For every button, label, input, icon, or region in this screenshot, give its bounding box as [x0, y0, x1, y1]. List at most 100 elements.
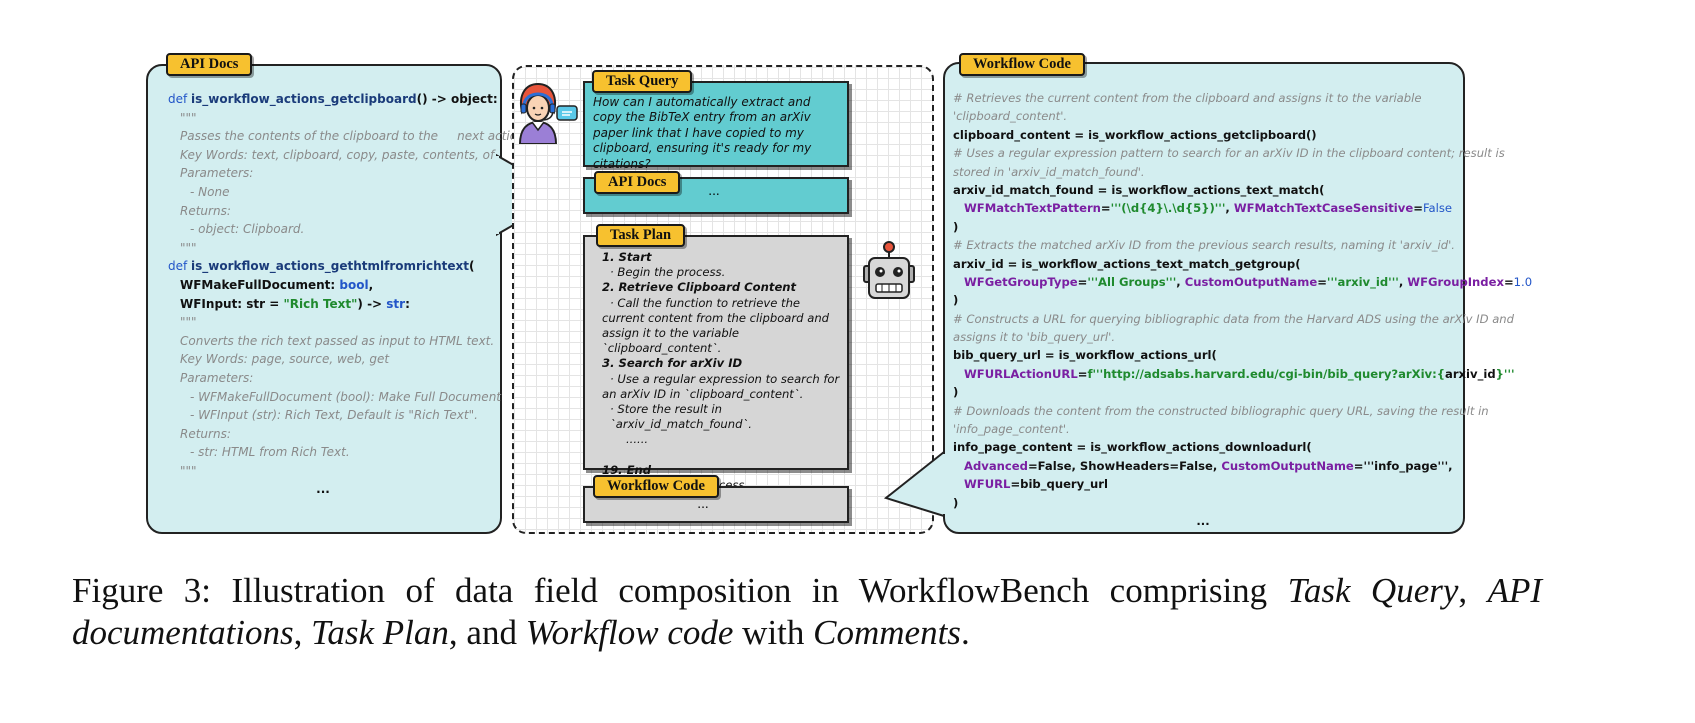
fn2-arg1-type: bool: [339, 277, 369, 292]
fn2-desc: Converts the rich text passed as input t…: [180, 333, 495, 348]
plan-step-1-title: 1. Start: [602, 250, 842, 265]
plan-step-1-bullet: · Begin the process.: [610, 265, 726, 280]
fn2-quote-open: """: [180, 315, 197, 330]
fn2-returns-label: Returns:: [180, 426, 231, 441]
arg-eq: =: [1413, 201, 1423, 216]
caption-sep: with: [733, 613, 814, 652]
fn2-arg2: WFInput: str = "Rich Text") -> str:: [168, 295, 498, 314]
arg-rest: =False, ShowHeaders=False,: [1027, 458, 1222, 473]
arg-key: WFMatchTextPattern: [964, 201, 1101, 216]
api-docs-mini-tag: API Docs: [594, 171, 681, 194]
workflow-code-mini-ellipsis: ...: [697, 497, 709, 511]
code-comment-5b: 'info_page_content'.: [953, 422, 1070, 437]
caption-term-task-plan: Task Plan: [311, 613, 449, 652]
arg-sep: ,: [1176, 274, 1185, 289]
arg-value: '''info_page''': [1363, 458, 1449, 473]
fn2-keywords: Key Words: page, source, web, get: [180, 352, 390, 367]
arg-key: CustomOutputName: [1221, 458, 1354, 473]
arg-eq: =: [1353, 458, 1364, 473]
fn2-name: is_workflow_actions_gethtmlfromrichtext: [191, 259, 470, 274]
task-query-box: [583, 81, 849, 167]
right-pointer: [884, 450, 947, 518]
code-line-2: arxiv_id_match_found = is_workflow_actio…: [953, 182, 1325, 197]
arg-rest: =bib_query_url: [1010, 477, 1108, 492]
code-close-4: ): [953, 495, 959, 510]
arg-value: False: [1422, 201, 1453, 216]
fn2-quote-close: """: [180, 463, 197, 478]
user-headset-icon: [518, 82, 558, 144]
workflow-code-mini-tag: Workflow Code: [593, 475, 719, 498]
caption-term-workflow-code: Workflow code: [525, 613, 734, 652]
code-line-5: info_page_content = is_workflow_actions_…: [953, 440, 1312, 455]
code-close-1: ): [953, 219, 959, 234]
caption-sep: ,: [1458, 571, 1488, 610]
code-line-2-args: WFMatchTextPattern='''(\d{4}\.\d{5})''',…: [953, 199, 1458, 217]
code-line-5-args-2: WFURL=bib_query_url: [953, 475, 1458, 493]
code-line-3-args: WFGetGroupType='''All Groups''', CustomO…: [953, 273, 1532, 291]
code-comment-1b: 'clipboard_content'.: [953, 109, 1068, 124]
code-line-3: arxiv_id = is_workflow_actions_text_matc…: [953, 256, 1301, 271]
fn1-quote-open: """: [180, 110, 197, 125]
arg-eq: =: [1100, 201, 1111, 216]
arg-key: Advanced: [964, 458, 1028, 473]
caption-term-comments: Comments: [813, 613, 961, 652]
fn1-name: is_workflow_actions_getclipboard: [191, 92, 417, 106]
arg-key: WFURLActionURL: [964, 366, 1078, 381]
fn2-arg1-comma: ,: [368, 277, 374, 292]
arg-value: f'''http://adsabs.harvard.edu/cgi-bin/bi…: [1087, 366, 1446, 381]
api-docs-ellipsis: ...: [316, 482, 330, 497]
caption-term-task-query: Task Query: [1287, 571, 1459, 610]
code-ellipsis: ...: [1196, 513, 1210, 528]
arg-sep: ,: [1225, 201, 1234, 216]
code-line-5-args: Advanced=False, ShowHeaders=False, Custo…: [953, 457, 1458, 475]
task-plan-tag: Task Plan: [596, 224, 686, 247]
fn1-quote-close: """: [180, 240, 197, 255]
arg-key: CustomOutputName: [1184, 274, 1318, 289]
code-comment-1: # Retrieves the current content from the…: [953, 91, 1422, 105]
arg-value: '''All Groups''': [1087, 274, 1177, 289]
task-query-tag: Task Query: [592, 70, 693, 93]
plan-step-3-bullet-1: · Use a regular expression to search for…: [602, 371, 840, 401]
fn1-signature: def is_workflow_actions_getclipboard() -…: [168, 90, 498, 109]
caption-sep: , and: [448, 613, 526, 652]
keyword-def: def: [168, 92, 192, 106]
fn2-signature: def is_workflow_actions_gethtmlfromricht…: [168, 257, 498, 276]
plan-step-3-title-text: 3. Search for arXiv ID: [602, 356, 743, 371]
task-plan-text: 1. Start · Begin the process. 2. Retriev…: [602, 250, 842, 493]
keyword-def: def: [168, 259, 192, 274]
arg-eq: =: [1317, 274, 1327, 289]
fn2-param2: - WFInput (str): Rich Text, Default is "…: [190, 408, 478, 423]
plan-step-1-title-text: 1. Start: [602, 250, 652, 264]
arg-key: WFURL: [964, 477, 1011, 492]
fn2-arg2-arrow: ) ->: [357, 296, 387, 311]
arg-eq: =: [1077, 274, 1088, 289]
api-docs-mini-ellipsis: ...: [708, 184, 720, 198]
code-close-2: ): [953, 293, 959, 308]
plan-spacer: [602, 448, 842, 463]
plan-step-2-title: 2. Retrieve Clipboard Content: [602, 280, 842, 295]
api-docs-panel: [146, 64, 502, 534]
fn1-keywords: Key Words: text, clipboard, copy, paste,…: [180, 147, 495, 162]
caption-end: .: [960, 613, 970, 652]
arg-eq: =: [1503, 274, 1514, 289]
fn1-returns-label: Returns:: [180, 203, 231, 218]
workflow-code-panel: [943, 62, 1465, 534]
task-plan-box: [583, 235, 849, 470]
code-comment-5: # Downloads the content from the constru…: [953, 403, 1489, 418]
code-comment-3: # Extracts the matched arXiv ID from the…: [953, 238, 1455, 253]
fn1-sig: () -> object:: [416, 92, 498, 106]
code-comment-4: # Constructs a URL for querying bibliogr…: [953, 311, 1515, 326]
workflow-code-body: # Retrieves the current content from the…: [953, 89, 1532, 530]
plan-step-3-title: 3. Search for arXiv ID: [602, 356, 842, 371]
arg-eq: =: [1077, 366, 1088, 381]
api-docs-tag: API Docs: [166, 53, 253, 76]
plan-step-19-title-text: 19. End: [602, 462, 652, 477]
code-line-1: clipboard_content = is_workflow_actions_…: [953, 127, 1317, 142]
fn2-params-label: Parameters:: [180, 370, 254, 385]
chat-bubble-icon: [556, 105, 578, 121]
arg-value: '''(\d{4}\.\d{5})''': [1110, 201, 1226, 216]
code-comment-2: # Uses a regular expression pattern to s…: [953, 146, 1505, 161]
arg-value: '''arxiv_id''': [1326, 274, 1399, 289]
fn1-params-label: Parameters:: [180, 166, 254, 181]
fn2-arg2-ret: str: [386, 296, 406, 311]
